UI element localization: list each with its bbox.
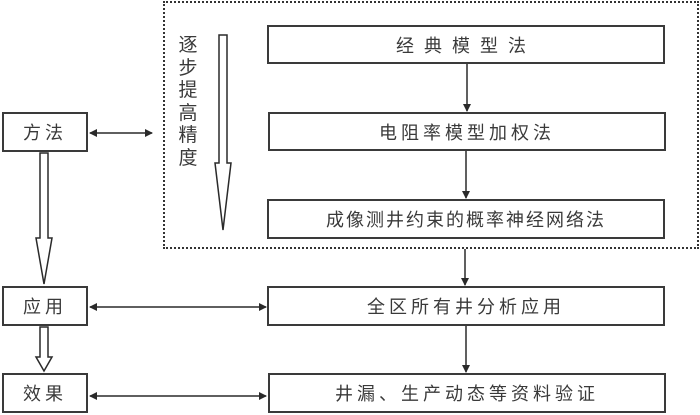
step-pnn-imaging-label: 成像测井约束的概率神经网络法 bbox=[326, 210, 606, 231]
application-to-effect-arrow-icon bbox=[34, 326, 54, 373]
step-classic-model-label: 经典模型法 bbox=[396, 35, 536, 57]
application-left-box: 应用 bbox=[2, 286, 88, 326]
effect-box-label: 效果 bbox=[23, 384, 67, 405]
application-box-label: 全区所有井分析应用 bbox=[367, 297, 565, 318]
method-to-application-arrow-icon bbox=[35, 152, 53, 285]
method-box: 方法 bbox=[2, 112, 88, 152]
step-pnn-imaging: 成像测井约束的概率神经网络法 bbox=[267, 199, 665, 239]
step-resistivity-weighted-label: 电阻率模型加权法 bbox=[379, 122, 555, 144]
method-box-label: 方法 bbox=[23, 123, 67, 144]
application-box: 全区所有井分析应用 bbox=[267, 286, 665, 326]
verification-box-label: 井漏、生产动态等资料验证 bbox=[335, 384, 599, 405]
step-classic-model: 经典模型法 bbox=[267, 25, 665, 64]
application-left-box-label: 应用 bbox=[23, 297, 67, 318]
method-group-container bbox=[163, 1, 699, 249]
verification-box: 井漏、生产动态等资料验证 bbox=[268, 373, 666, 413]
effect-box: 效果 bbox=[2, 373, 88, 413]
precision-down-arrow-icon bbox=[214, 34, 232, 231]
step-resistivity-weighted: 电阻率模型加权法 bbox=[268, 112, 666, 151]
precision-label: 逐步提高精度 bbox=[178, 34, 198, 169]
